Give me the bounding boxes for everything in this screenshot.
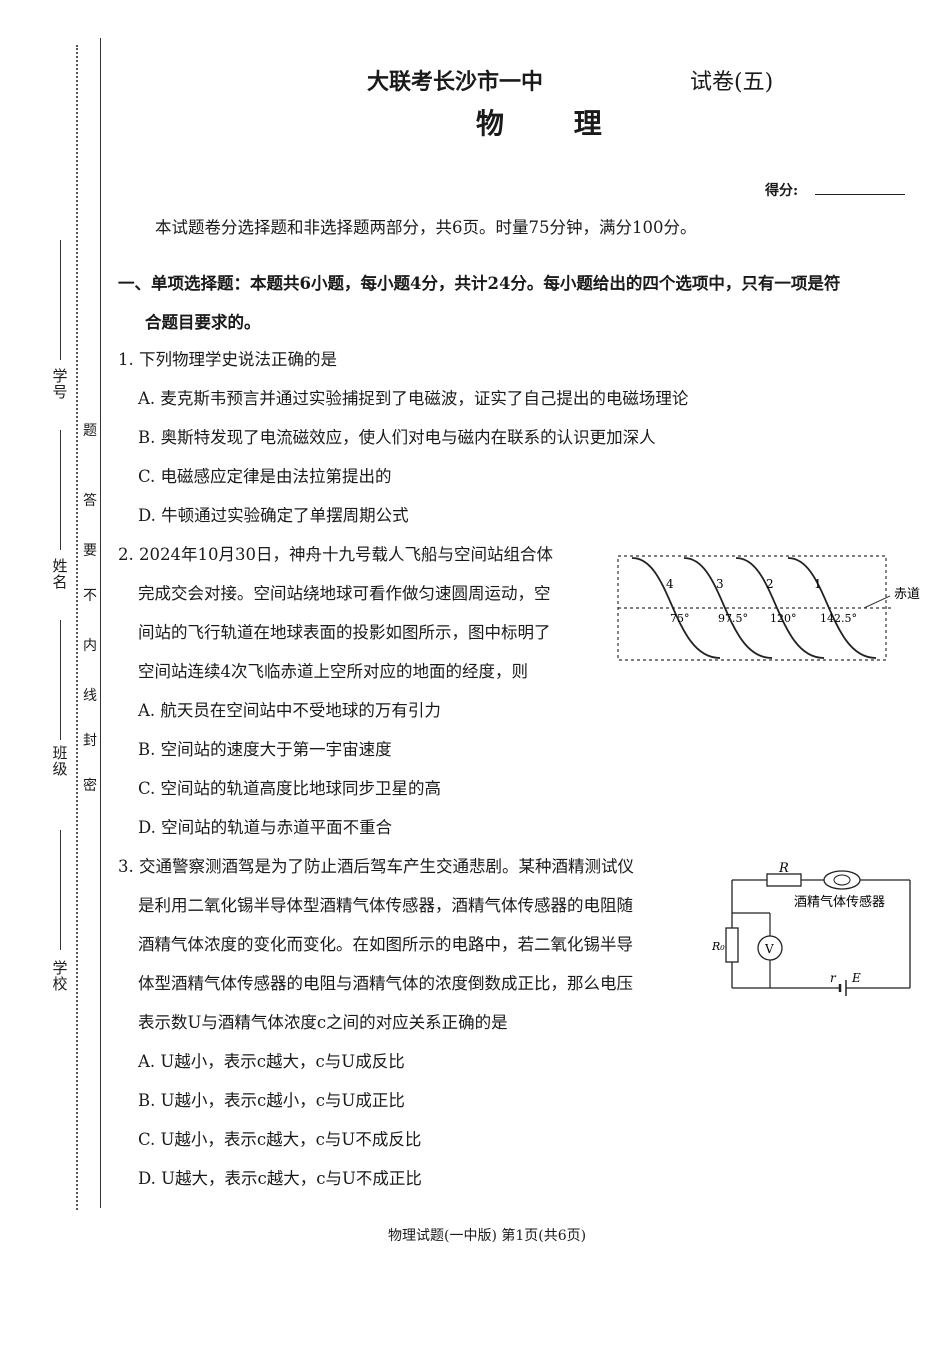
name-blank — [60, 430, 61, 550]
q3-option-a: A. U越小，表示c越大，c与U成反比 — [138, 1052, 405, 1071]
score-label: 得分: — [765, 183, 799, 199]
equator-label: 赤道 — [894, 587, 920, 602]
q2-stem-line2: 完成交会对接。空间站绕地球可看作做匀速圆周运动，空 — [138, 584, 551, 603]
section-title-line2: 合题目要求的。 — [145, 313, 261, 332]
track-label-3: 3 — [716, 577, 724, 591]
orbit-projection-figure: 4 3 2 1 75° 97.5° 120° 142.5° 赤道 — [617, 555, 920, 661]
q2-option-b: B. 空间站的速度大于第一宇宙速度 — [138, 740, 392, 759]
subject-title: 物 理 — [476, 107, 632, 140]
q2-stem-line4: 空间站连续4次飞临赤道上空所对应的地面的经度，则 — [138, 662, 528, 681]
q3-option-b: B. U越小，表示c越小，c与U成正比 — [138, 1091, 405, 1110]
track-label-2: 2 — [766, 577, 774, 591]
ground-track-1 — [787, 557, 877, 659]
q3-stem-line2: 是利用二氧化锡半导体型酒精气体传感器，酒精气体传感器的电阻随 — [138, 896, 633, 915]
resistor-r-label: R — [778, 861, 789, 876]
paper-number: 试卷(五) — [690, 70, 774, 95]
track-label-1: 1 — [814, 577, 822, 591]
longitude-label-142-5: 142.5° — [820, 612, 857, 625]
q1-option-b: B. 奥斯特发现了电流磁效应，使人们对电与磁内在联系的认识更加深人 — [138, 428, 656, 447]
q3-stem-line3: 酒精气体浓度的变化而变化。在如图所示的电路中，若二氧化锡半导 — [138, 935, 633, 954]
warning-char-8: 密 — [82, 775, 98, 795]
q3-option-c: C. U越小，表示c越大，c与U不成反比 — [138, 1130, 422, 1149]
q1-option-d: D. 牛顿通过实验确定了单摆周期公式 — [138, 506, 409, 525]
section-title-line1: 一、单项选择题：本题共6小题，每小题4分，共计24分。每小题给出的四个选项中，只… — [118, 274, 841, 293]
margin-solid-line — [100, 38, 101, 1208]
ground-track-3 — [683, 557, 773, 659]
q2-stem-line1: 2. 2024年10月30日，神舟十九号载人飞船与空间站组合体 — [118, 545, 553, 564]
internal-resistance-label: r — [830, 971, 837, 985]
warning-char-2: 答 — [82, 490, 98, 510]
q3-stem-line5: 表示数U与酒精气体浓度c之间的对应关系正确的是 — [138, 1013, 508, 1032]
q2-option-d: D. 空间站的轨道与赤道平面不重合 — [138, 818, 393, 837]
longitude-label-120: 120° — [770, 612, 797, 625]
page-footer: 物理试题(一中版) 第1页(共6页) — [388, 1228, 587, 1244]
name-label: 姓名 — [52, 557, 68, 591]
q2-option-a: A. 航天员在空间站中不受地球的万有引力 — [138, 701, 441, 720]
emf-label: E — [851, 971, 861, 985]
equator-pointer — [863, 595, 891, 609]
q3-option-d: D. U越大，表示c越大，c与U不成正比 — [138, 1169, 422, 1188]
longitude-label-97-5: 97.5° — [718, 612, 748, 625]
q3-stem-line1: 3. 交通警察测酒驾是为了防止酒后驾车产生交通悲剧。某种酒精测试仪 — [118, 857, 634, 876]
student-id-blank — [60, 240, 61, 360]
class-blank — [60, 620, 61, 740]
ground-track-2 — [735, 557, 825, 659]
exam-intro: 本试题卷分选择题和非选择题两部分，共6页。时量75分钟，满分100分。 — [155, 218, 697, 237]
class-label: 班级 — [52, 744, 68, 778]
q2-stem-line3: 间站的飞行轨道在地球表面的投影如图所示，图中标明了 — [138, 623, 551, 642]
warning-char-7: 封 — [82, 730, 98, 750]
track-label-4: 4 — [666, 577, 674, 591]
q1-stem: 1. 下列物理学史说法正确的是 — [118, 350, 337, 369]
q1-option-a: A. 麦克斯韦预言并通过实验捕捉到了电磁波，证实了自己提出的电磁场理论 — [138, 389, 689, 408]
warning-char-5: 内 — [82, 635, 98, 655]
resistor-r0-label: R₀ — [712, 940, 725, 953]
sensor-label: 酒精气体传感器 — [794, 894, 885, 910]
school-blank — [60, 830, 61, 950]
student-id-label-1: 学号 — [52, 367, 68, 401]
voltmeter-label: V — [764, 942, 774, 956]
alcohol-sensor — [823, 870, 861, 890]
q3-stem-line4: 体型酒精气体传感器的电阻与酒精气体的浓度倒数成正比，那么电压 — [138, 974, 633, 993]
q2-option-c: C. 空间站的轨道高度比地球同步卫星的高 — [138, 779, 442, 798]
warning-char-6: 线 — [82, 685, 98, 705]
score-blank — [815, 194, 905, 195]
circuit-figure: V R 酒精气体传感器 R₀ r E — [712, 861, 911, 996]
warning-char-3: 要 — [82, 540, 98, 560]
resistor-r0 — [725, 927, 739, 963]
school-name: 大联考长沙市一中 — [367, 69, 544, 95]
margin-dotted-line — [76, 45, 78, 1210]
longitude-label-75: 75° — [670, 612, 690, 625]
school-label: 学校 — [52, 959, 68, 993]
ground-track-4 — [631, 557, 721, 659]
q1-option-c: C. 电磁感应定律是由法拉第提出的 — [138, 467, 392, 486]
warning-char-1: 题 — [82, 420, 98, 440]
warning-char-4: 不 — [82, 585, 98, 605]
